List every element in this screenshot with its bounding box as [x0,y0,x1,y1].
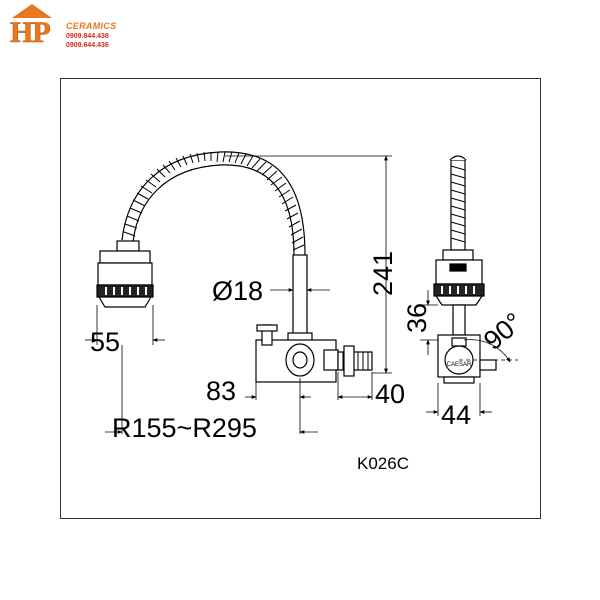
logo-brand: CERAMICS [66,21,117,31]
dim-reach: 83 [206,376,237,406]
logo-phone-1: 0909.844.438 [66,33,109,40]
model-number: K026C [357,454,409,473]
drawing-frame [60,78,541,519]
logo-phone-2: 0909.644.436 [66,42,109,49]
dim-side-width: 44 [441,400,472,430]
side-brand-label: CAESAR [447,362,472,368]
side-view [433,155,497,384]
dim-height: 241 [368,250,398,296]
brand-logo: HP CERAMICS 0909.844.438 0909.644.436 [6,4,156,52]
flexible-hose [121,151,306,256]
dim-base-depth: 40 [375,379,406,409]
dim-head-width: 55 [90,327,121,357]
dimension-lines [85,155,518,434]
dim-diameter: Ø18 [212,276,264,306]
dim-side-height: 36 [402,302,432,333]
faucet-body-front [255,254,373,383]
hose-coil-hatching [123,151,305,251]
logo-mark: HP [10,16,51,50]
logo-roof-icon [12,4,52,18]
spray-head-front [96,240,154,308]
dim-radius-range: R155~R295 [112,413,257,443]
